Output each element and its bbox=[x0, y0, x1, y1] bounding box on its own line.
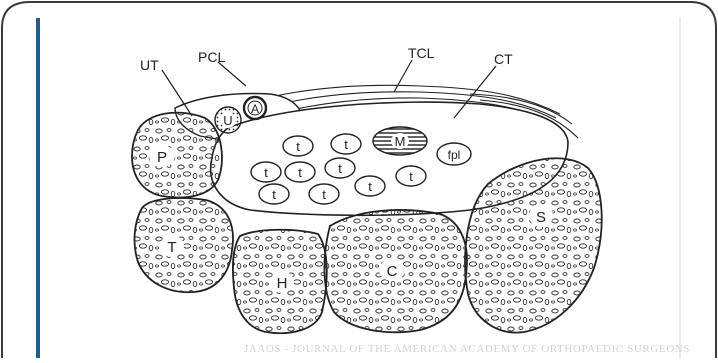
label-ct: CT bbox=[494, 51, 513, 67]
svg-text:t: t bbox=[344, 137, 348, 152]
pisiform-bone: P bbox=[132, 113, 222, 198]
tendon: t bbox=[283, 136, 313, 156]
label-p: P bbox=[157, 149, 167, 166]
tendon: t bbox=[331, 134, 361, 154]
label-h: H bbox=[277, 275, 288, 292]
label-m: M bbox=[395, 134, 406, 149]
label-t-bone: T bbox=[167, 239, 176, 256]
capitate-bone: C bbox=[324, 210, 467, 332]
svg-text:t: t bbox=[296, 139, 300, 154]
label-a: A bbox=[251, 102, 259, 116]
label-ut: UT bbox=[140, 57, 159, 73]
tendon: t bbox=[259, 184, 289, 204]
svg-text:t: t bbox=[368, 179, 372, 194]
svg-text:t: t bbox=[409, 169, 413, 184]
svg-text:t: t bbox=[272, 187, 276, 202]
hamate-bone: H bbox=[233, 230, 327, 333]
tendon: t bbox=[396, 166, 426, 186]
figure-credit: JAAOS - JOURNAL OF THE AMERICAN ACADEMY … bbox=[0, 343, 690, 355]
ulnar-artery: A bbox=[244, 97, 266, 119]
label-tcl: TCL bbox=[408, 45, 435, 61]
tendon: t bbox=[309, 184, 339, 204]
label-c: C bbox=[387, 263, 398, 280]
svg-text:t: t bbox=[264, 165, 268, 180]
median-nerve: M bbox=[373, 127, 427, 155]
triquetrum-bone: T bbox=[135, 198, 233, 292]
ulnar-nerve: U bbox=[215, 107, 241, 133]
svg-text:t: t bbox=[322, 187, 326, 202]
svg-text:t: t bbox=[298, 165, 302, 180]
fpl-tendon: fpl bbox=[437, 143, 471, 165]
label-s: S bbox=[536, 209, 546, 226]
tendon: t bbox=[325, 158, 355, 178]
label-fpl: fpl bbox=[448, 148, 461, 162]
tendon: t bbox=[251, 162, 281, 182]
svg-text:t: t bbox=[338, 161, 342, 176]
tendon: t bbox=[285, 162, 315, 182]
label-u: U bbox=[223, 113, 232, 128]
label-pcl: PCL bbox=[198, 49, 225, 65]
tendon: t bbox=[355, 176, 385, 196]
